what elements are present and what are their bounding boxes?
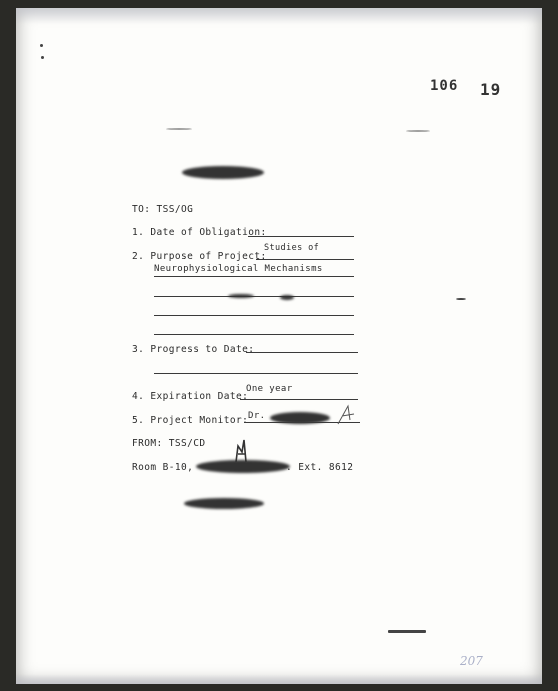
scan-speck	[41, 56, 44, 59]
scan-speck	[406, 130, 430, 132]
from-line: FROM: TSS/CD	[132, 438, 206, 449]
scan-speck	[388, 630, 426, 633]
redaction-mark	[184, 498, 264, 509]
redaction-mark	[270, 412, 330, 424]
scan-edge-bottom	[16, 674, 542, 684]
monitor-value: Dr.	[248, 411, 266, 421]
expiration-field-line	[240, 399, 358, 400]
page-number: 19	[480, 80, 502, 99]
monitor-label: 5. Project Monitor:	[132, 415, 249, 426]
obligation-label: 1. Date of Obligation:	[132, 227, 267, 238]
document-number: 106	[430, 78, 459, 94]
purpose-line	[154, 334, 354, 335]
monitor-field-line	[244, 422, 360, 423]
handwritten-initial	[337, 404, 355, 425]
expiration-label: 4. Expiration Date:	[132, 391, 249, 402]
redaction-mark	[182, 166, 264, 179]
ink-mark	[235, 439, 247, 463]
document-page: 106 19 TO: TSS/OG 1. Date of Obligation:…	[16, 8, 542, 684]
purpose-value-2: Neurophysiological Mechanisms	[154, 264, 323, 274]
obligation-field-line	[248, 236, 354, 237]
progress-line	[154, 373, 358, 374]
redaction-mark	[196, 460, 290, 473]
purpose-field-line	[256, 259, 354, 260]
scan-edge-top	[16, 8, 542, 24]
ext-label: . Ext. 8612	[286, 462, 354, 473]
redaction-mark	[280, 295, 294, 300]
progress-field-line	[246, 352, 358, 353]
marginal-note: 207	[460, 654, 483, 668]
room-label: Room B-10,	[132, 462, 194, 473]
scan-speck	[456, 298, 466, 300]
expiration-value: One year	[246, 384, 293, 394]
purpose-line	[154, 276, 354, 277]
purpose-line	[154, 315, 354, 316]
to-line: TO: TSS/OG	[132, 204, 194, 215]
scan-speck	[40, 44, 43, 47]
scan-speck	[166, 128, 192, 130]
redaction-mark	[228, 294, 254, 298]
progress-label: 3. Progress to Date:	[132, 344, 255, 355]
purpose-label: 2. Purpose of Project:	[132, 251, 267, 262]
purpose-value-1: Studies of	[264, 243, 320, 253]
purpose-line	[154, 296, 354, 297]
